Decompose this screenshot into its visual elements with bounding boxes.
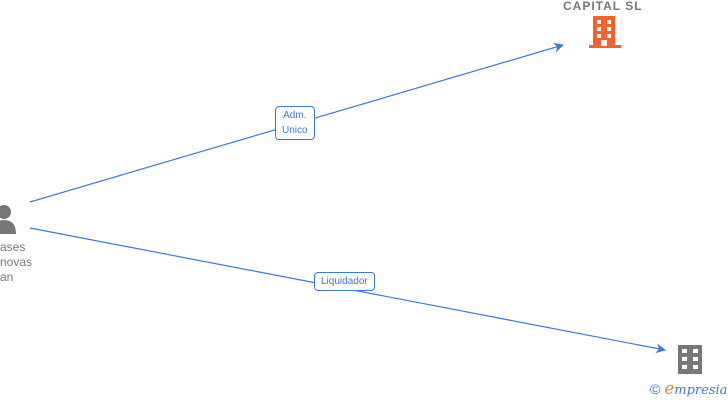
- building-icon[interactable]: [677, 344, 703, 374]
- empresia-logo[interactable]: empresia: [664, 379, 728, 399]
- edge-label-line: Adm.: [283, 110, 307, 121]
- building-icon[interactable]: [588, 15, 622, 49]
- edge-label-liquidador[interactable]: Liquidador: [314, 272, 375, 291]
- company-top-name[interactable]: CAPITAL SL: [563, 0, 643, 13]
- logo-initial: e: [664, 379, 675, 399]
- credit: © empresia: [650, 379, 727, 399]
- person-name-line: an: [0, 270, 14, 284]
- person-icon[interactable]: [0, 204, 16, 234]
- person-name-line: novas: [0, 255, 33, 269]
- copyright-symbol: ©: [650, 381, 661, 397]
- edge-label-line: Unico: [282, 125, 308, 136]
- person-name[interactable]: ases novas an: [0, 240, 32, 285]
- edge-label-adm-unico[interactable]: Adm. Unico: [275, 106, 315, 140]
- logo-text: mpresia: [674, 383, 728, 398]
- person-name-line: ases: [0, 240, 26, 254]
